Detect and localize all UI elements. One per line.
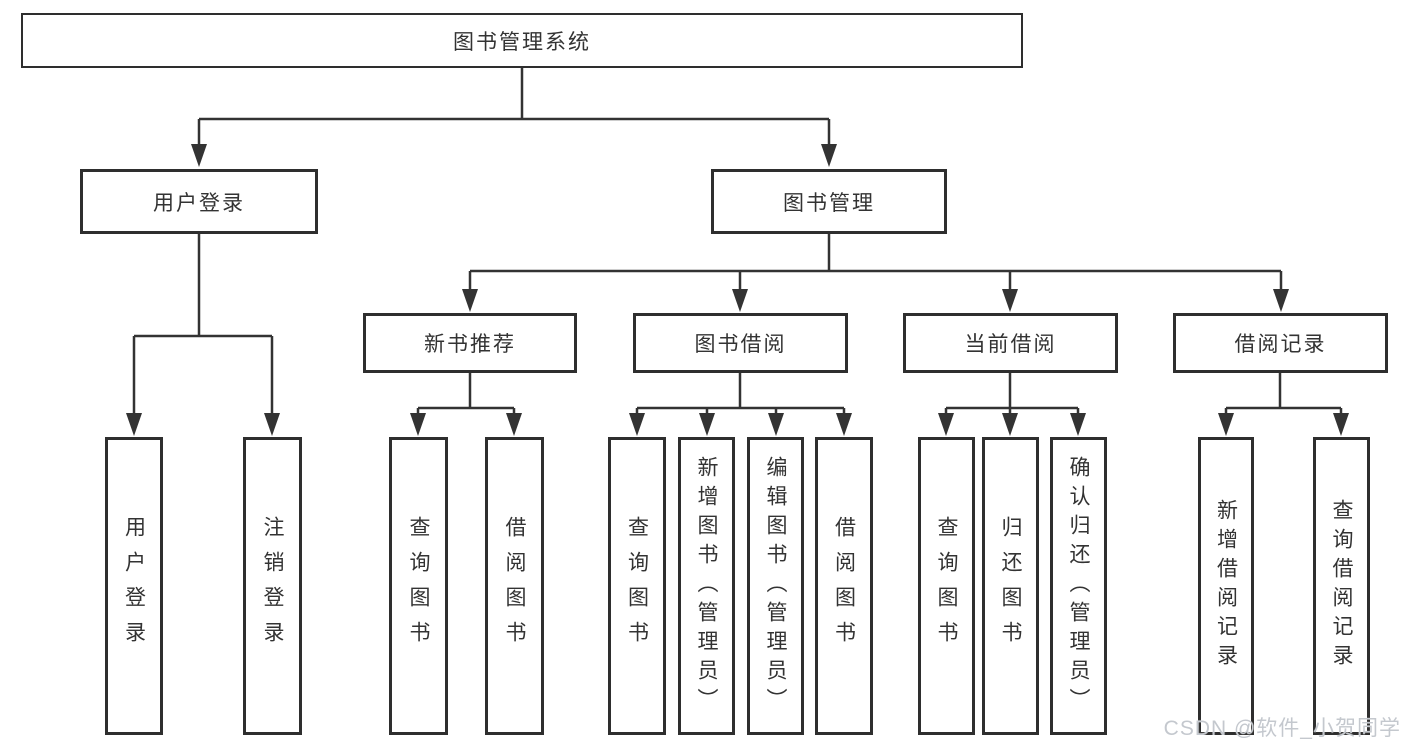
- node-label: 用户登录: [153, 191, 245, 215]
- node-label: 图书借阅: [694, 333, 787, 356]
- leaf-query-books-recommend: 查询图书: [389, 437, 448, 735]
- leaf-confirm-return-admin: 确认归还（管理员）: [1050, 437, 1107, 735]
- leaf-label: 注销登录: [261, 516, 284, 656]
- node-current-borrow: 当前借阅: [903, 313, 1118, 373]
- node-borrow-records: 借阅记录: [1173, 313, 1388, 373]
- leaf-query-borrow-record: 查询借阅记录: [1313, 437, 1370, 735]
- connector-borrow-fork: [635, 373, 846, 418]
- arrowheads: [126, 144, 1349, 436]
- connector-current-fork: [944, 373, 1080, 418]
- leaf-return-books: 归还图书: [982, 437, 1039, 735]
- leaf-edit-books-admin: 编辑图书（管理员）: [747, 437, 804, 735]
- leaf-user-login: 用户登录: [105, 437, 163, 735]
- node-label: 当前借阅: [964, 333, 1057, 356]
- leaf-add-borrow-record: 新增借阅记录: [1198, 437, 1254, 735]
- node-new-book-recommend: 新书推荐: [363, 313, 577, 373]
- leaf-query-books-borrow: 查询图书: [608, 437, 666, 735]
- leaf-label: 确认归还（管理员）: [1067, 455, 1090, 717]
- leaf-label: 借阅图书: [832, 516, 856, 656]
- leaf-label: 查询图书: [625, 516, 649, 656]
- node-label: 图书管理: [783, 191, 875, 215]
- leaf-label: 查询借阅记录: [1330, 499, 1353, 673]
- connector-root-to-level2: [197, 68, 831, 150]
- leaf-query-books-current: 查询图书: [918, 437, 975, 735]
- node-book-management: 图书管理: [711, 169, 947, 234]
- leaf-borrow-books-recommend: 借阅图书: [485, 437, 544, 735]
- node-system-root: 图书管理系统: [21, 13, 1023, 68]
- leaf-borrow-books: 借阅图书: [815, 437, 873, 735]
- leaf-label: 归还图书: [999, 516, 1022, 656]
- leaf-logout: 注销登录: [243, 437, 302, 735]
- leaf-add-books-admin: 新增图书（管理员）: [678, 437, 735, 735]
- leaf-label: 用户登录: [122, 516, 146, 656]
- leaf-label: 编辑图书（管理员）: [764, 455, 787, 717]
- node-user-login: 用户登录: [80, 169, 318, 234]
- node-book-borrow: 图书借阅: [633, 313, 848, 373]
- connector-userlogin-to-leaves: [132, 234, 274, 418]
- node-label: 图书管理系统: [453, 30, 591, 54]
- leaf-label: 查询图书: [407, 516, 430, 656]
- csdn-watermark: CSDN @软件_小贺同学: [1163, 717, 1401, 740]
- node-label: 新书推荐: [424, 333, 516, 356]
- node-label: 借阅记录: [1234, 333, 1327, 356]
- leaf-label: 新增图书（管理员）: [695, 455, 718, 717]
- connector-newbook-fork: [416, 373, 516, 418]
- leaf-label: 新增借阅记录: [1214, 499, 1238, 673]
- leaf-label: 查询图书: [935, 516, 958, 656]
- connector-records-fork: [1224, 373, 1343, 418]
- leaf-label: 借阅图书: [503, 516, 526, 656]
- connector-bookmgmt-to-level3: [468, 234, 1283, 295]
